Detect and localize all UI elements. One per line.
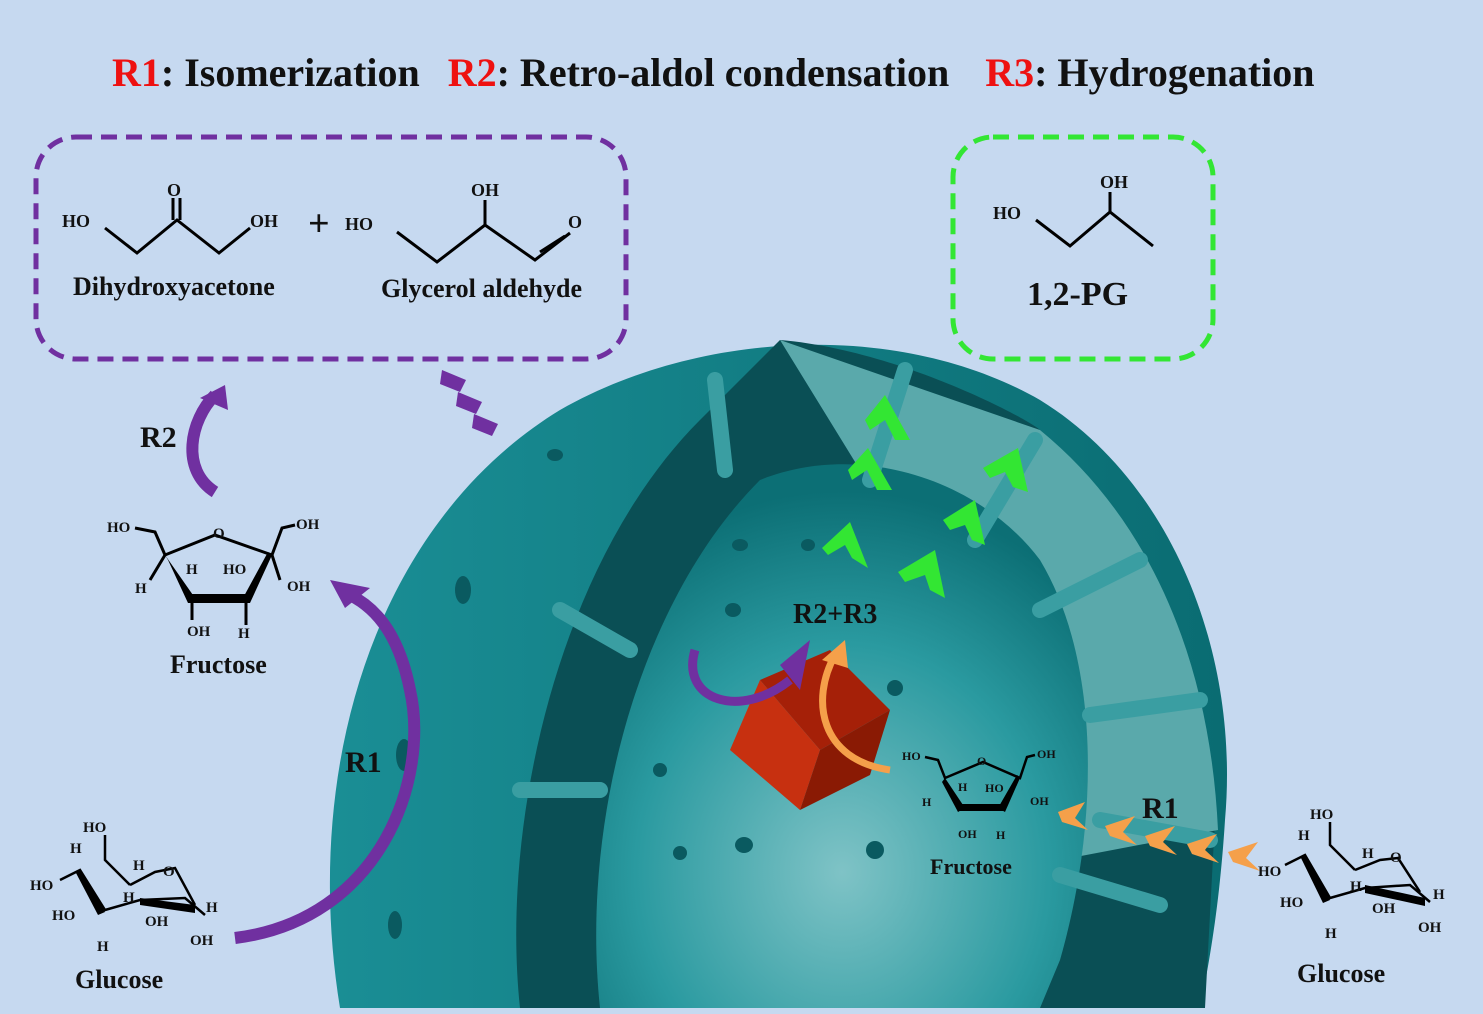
atom-label: O	[1390, 850, 1402, 866]
atom-label: HO	[902, 749, 921, 763]
pg-label: 1,2-PG	[1027, 276, 1128, 313]
r1-label-left: R1	[345, 746, 382, 779]
green-chevrons	[822, 395, 1028, 598]
atom-label: OH	[190, 933, 214, 949]
atom-label: OH	[187, 624, 211, 640]
atom-label: H	[97, 939, 109, 955]
r2-code: R2	[448, 50, 497, 95]
atom-label: OH	[1100, 172, 1128, 192]
atom-label: OH	[1030, 794, 1049, 808]
atom-label: O	[163, 864, 175, 880]
atom-label: H	[922, 795, 932, 809]
arrowhead-r2	[200, 385, 228, 410]
pg-structure	[1035, 210, 1154, 248]
atom-label: H	[1350, 879, 1362, 895]
atom-label: HO	[1280, 895, 1303, 911]
atom-label: HO	[985, 781, 1004, 795]
atom-label: HO	[345, 214, 373, 234]
plus-sign: +	[308, 203, 330, 245]
atom-label: O	[213, 526, 225, 542]
r3-code: R3	[985, 50, 1034, 95]
atom-label: OH	[958, 827, 977, 841]
r2-r3-label: R2+R3	[793, 599, 877, 630]
reaction-legend: R1: Isomerization R2: Retro-aldol conden…	[112, 50, 1315, 95]
atom-label: H	[206, 900, 218, 916]
atom-label: O	[977, 754, 986, 768]
retro-aldol-products-box	[33, 134, 629, 362]
r1-label-right: R1	[1142, 792, 1179, 825]
fructose-structure-inner: HO O OH H H HO OH OH H	[902, 747, 1056, 842]
atom-label: H	[133, 858, 145, 874]
atom-label: H	[1362, 846, 1374, 862]
glycerol-aldehyde-label: Glycerol aldehyde	[381, 274, 582, 303]
arrowhead-r1	[330, 580, 370, 608]
atom-label: O	[167, 180, 181, 200]
atom-label: OH	[250, 211, 278, 231]
glucose-structure-right: HO H H O HO H HO OH H H OH	[1258, 807, 1445, 942]
atom-label: H	[996, 828, 1006, 842]
atom-label: HO	[993, 203, 1021, 223]
reaction-arrows	[186, 370, 1260, 944]
atom-label: HO	[30, 878, 53, 894]
r1-code: R1	[112, 50, 161, 95]
atom-label: H	[1325, 926, 1337, 942]
atom-label: H	[238, 626, 250, 642]
r1-label: : Isomerization	[161, 50, 420, 95]
atom-label: OH	[296, 517, 320, 533]
pores	[388, 449, 903, 939]
atom-label: HO	[1258, 864, 1281, 880]
fructose-label-left: Fructose	[170, 650, 267, 679]
glucose-label-right: Glucose	[1297, 959, 1385, 988]
atom-label: H	[70, 841, 82, 857]
atom-label: HO	[83, 820, 106, 836]
atom-label: OH	[1418, 920, 1442, 936]
r3-label: : Hydrogenation	[1034, 50, 1314, 95]
atom-label: OH	[145, 914, 169, 930]
atom-label: H	[186, 562, 198, 578]
atom-label: H	[135, 581, 147, 597]
atom-label: OH	[1037, 747, 1056, 761]
atom-label: HO	[52, 908, 75, 924]
atom-label: HO	[62, 211, 90, 231]
atom-label: O	[568, 212, 582, 232]
atom-label: OH	[287, 579, 311, 595]
glucose-structure-left: HO H H O HO H HO OH H H OH	[30, 820, 218, 955]
atom-label: OH	[471, 180, 499, 200]
atom-label: HO	[1310, 807, 1333, 823]
glucose-label-left: Glucose	[75, 965, 163, 994]
dihydroxyacetone-label: Dihydroxyacetone	[73, 272, 275, 301]
glycerol-aldehyde-structure	[396, 200, 571, 264]
atom-label: HO	[107, 520, 130, 536]
atom-label: HO	[223, 562, 246, 578]
atom-label: H	[1298, 828, 1310, 844]
atom-label: H	[958, 780, 968, 794]
r2-label: : Retro-aldol condensation	[497, 50, 950, 95]
atom-label: OH	[1372, 901, 1396, 917]
product-1-2-pg-box	[950, 134, 1216, 362]
r2-label-arrow: R2	[140, 421, 177, 454]
fructose-label-inner: Fructose	[930, 854, 1012, 879]
orange-chevrons	[1058, 802, 1260, 871]
dihydroxyacetone-structure	[104, 198, 251, 255]
fructose-structure-left: HO O OH H H HO OH OH H	[107, 517, 320, 642]
atom-label: H	[123, 890, 135, 906]
purple-chevrons	[440, 370, 498, 436]
atom-label: H	[1433, 887, 1445, 903]
